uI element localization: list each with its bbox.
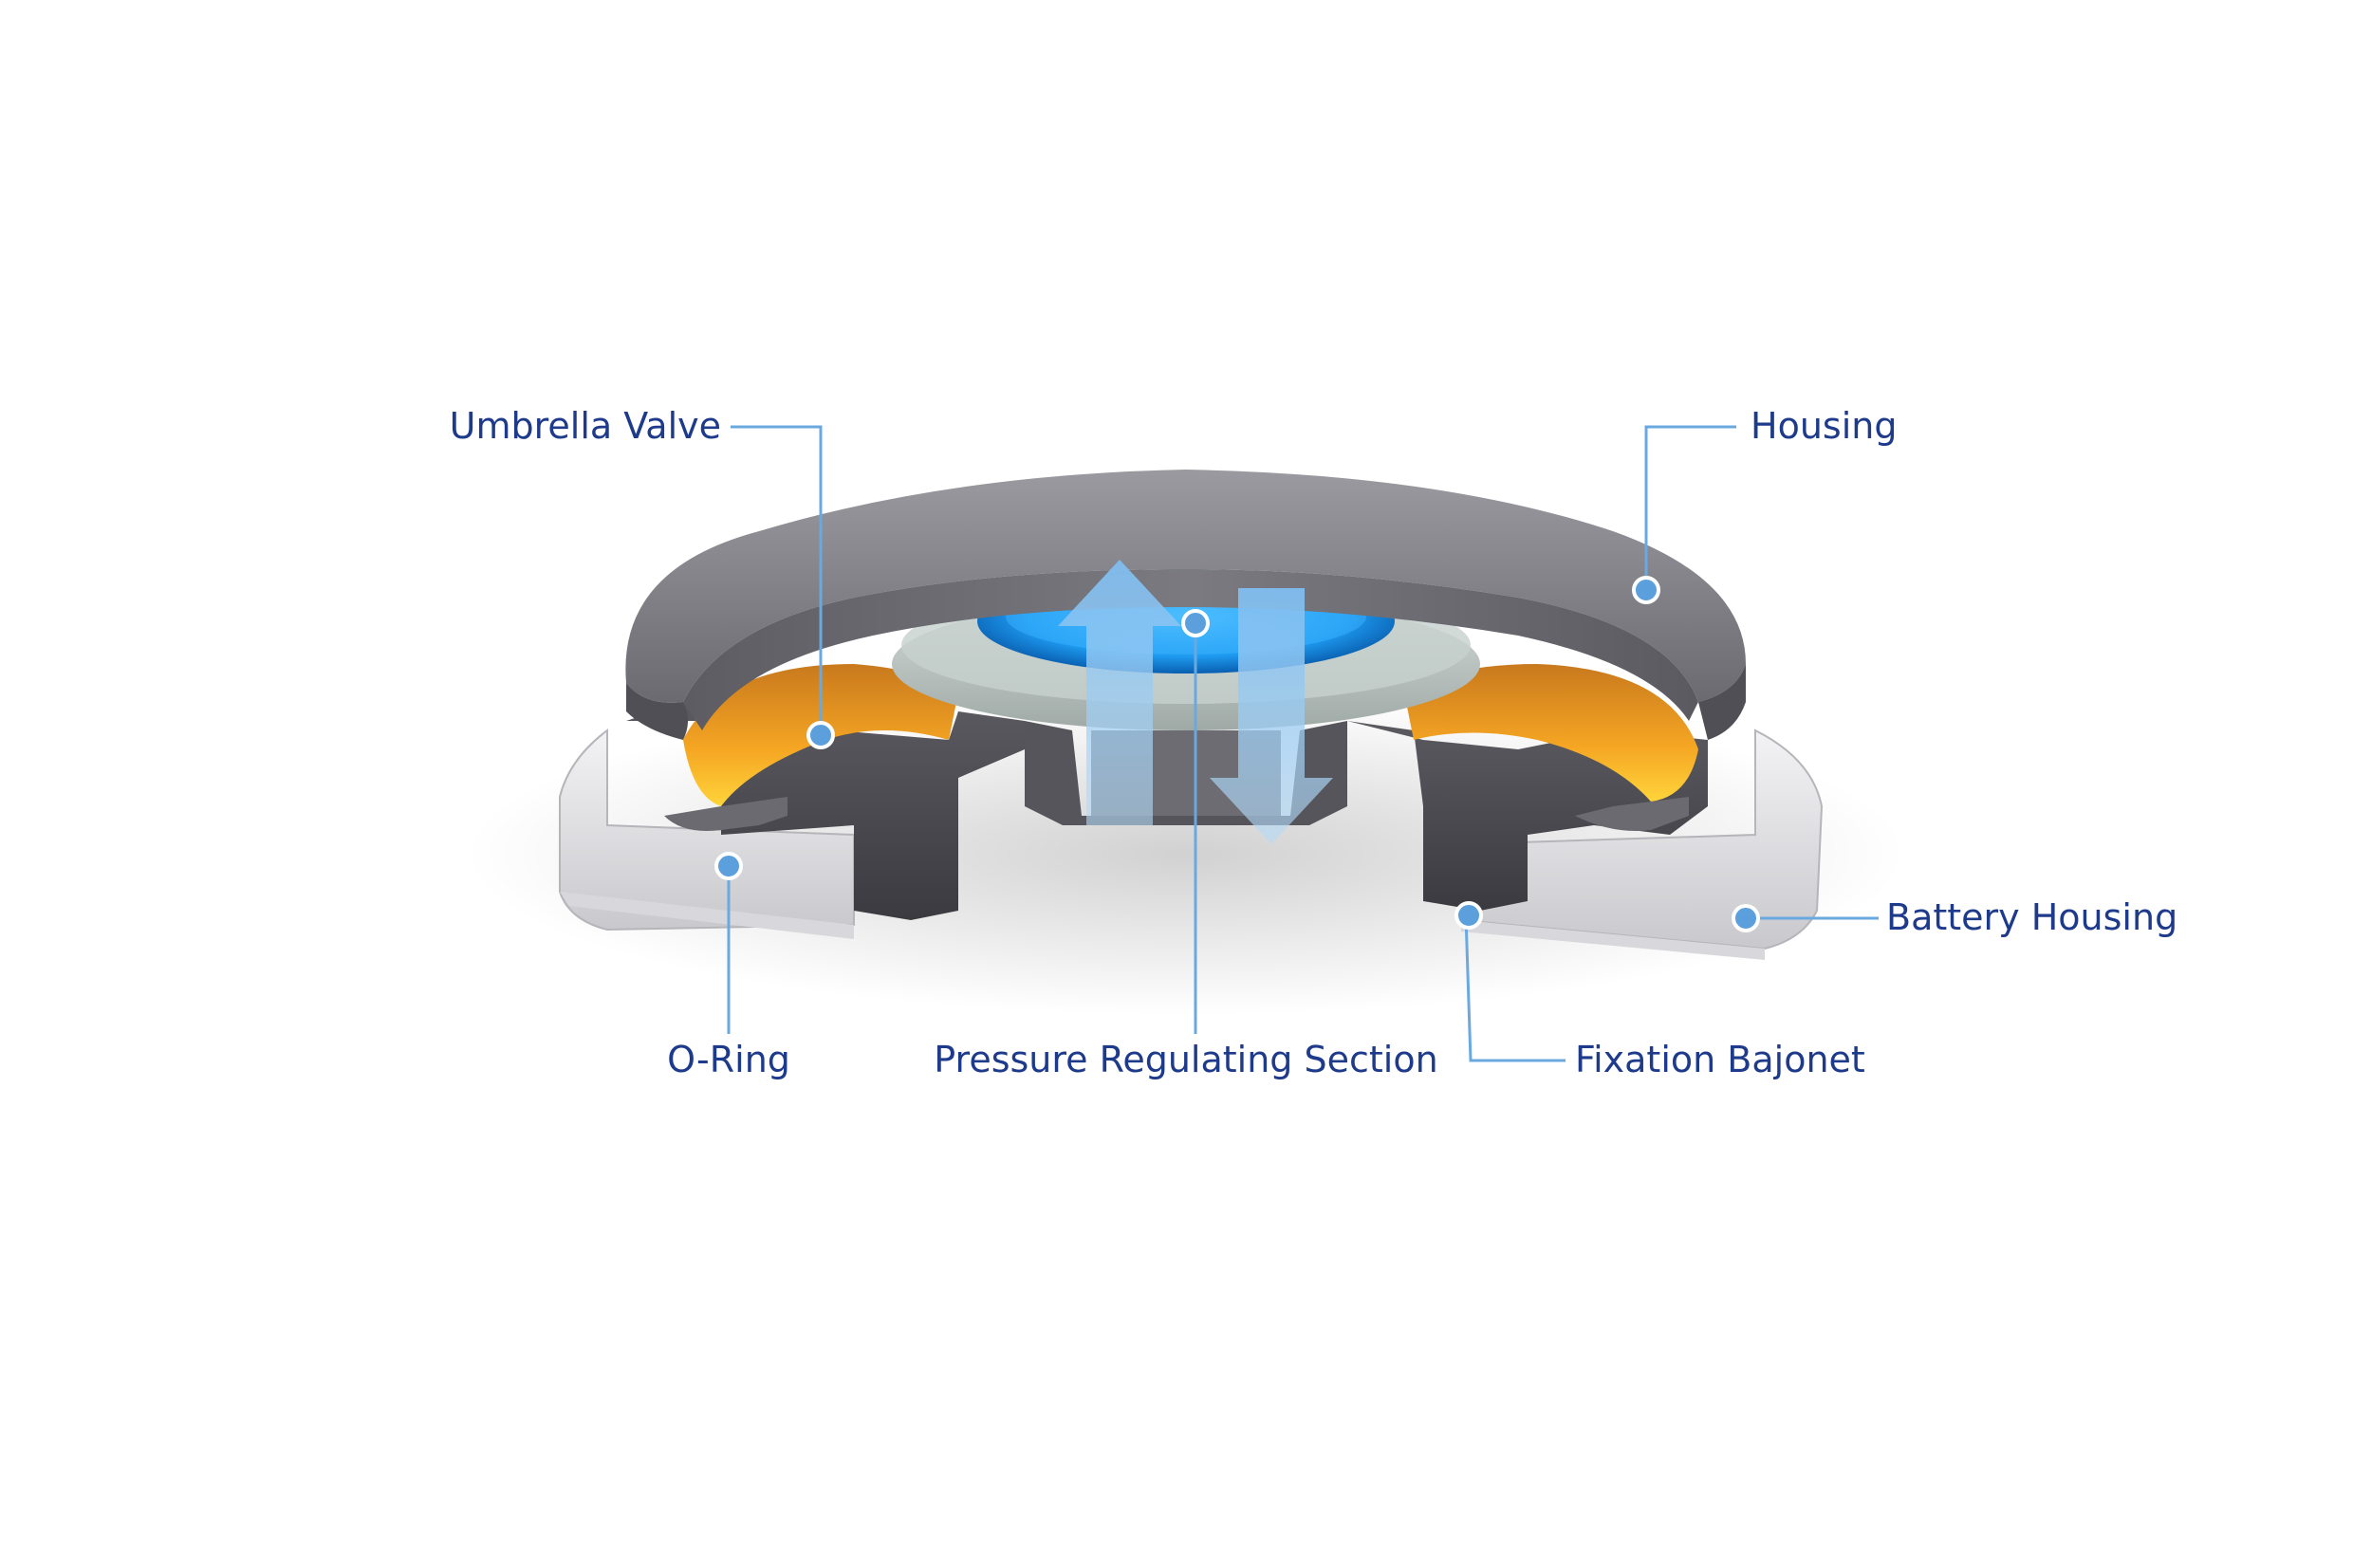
label-pressure-regulating-section: Pressure Regulating Section	[934, 1039, 1437, 1080]
flow-arrows-icon	[1058, 560, 1333, 844]
leader-lines	[727, 425, 1879, 1062]
callout-markers	[714, 576, 1760, 932]
marker-umbrella-valve-icon	[806, 721, 835, 749]
housing-cap-shape	[625, 470, 1746, 740]
marker-fixation-bajonet-icon	[1454, 901, 1483, 930]
label-battery-housing: Battery Housing	[1886, 896, 2177, 938]
label-housing: Housing	[1751, 405, 1897, 447]
marker-pressure-regulating-icon	[1181, 609, 1210, 637]
label-fixation-bajonet: Fixation Bajonet	[1575, 1039, 1865, 1080]
leader-umbrella-valve	[731, 425, 823, 735]
label-o-ring: O-Ring	[667, 1039, 790, 1080]
marker-battery-housing-icon	[1732, 904, 1760, 932]
marker-housing-icon	[1632, 576, 1660, 604]
marker-o-ring-icon	[714, 852, 743, 880]
leader-housing	[1644, 425, 1736, 588]
leader-fixation-bajonet	[1464, 914, 1566, 1062]
label-umbrella-valve: Umbrella Valve	[450, 405, 721, 447]
